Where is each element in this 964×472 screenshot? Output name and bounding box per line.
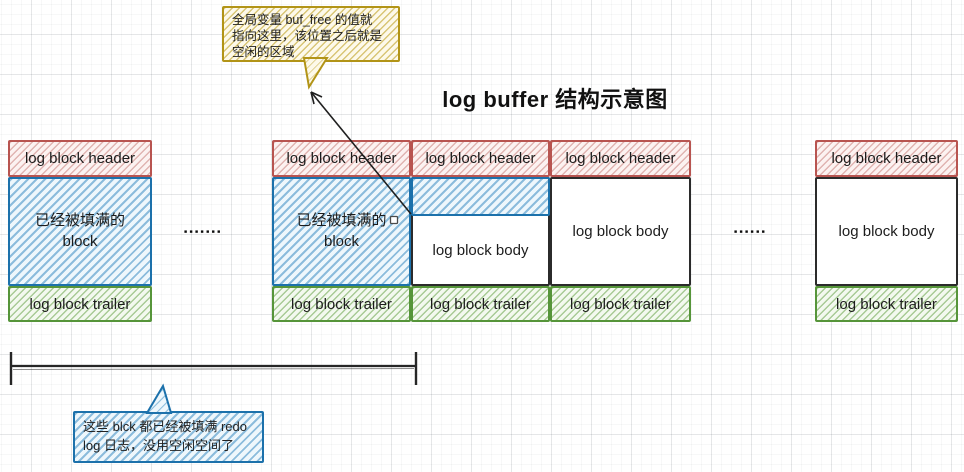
filled-blocks-callout-tail — [145, 383, 173, 414]
log-block-filled-1: log block header 已经被填满的 block log block … — [8, 140, 152, 322]
log-block-body: log block body — [815, 177, 958, 286]
log-block-header: log block header — [411, 140, 550, 177]
filled-blocks-callout: 这些 blck 都已经被填满 redo log 日志，没用空闲空间了 — [73, 411, 264, 463]
body-label: log block body — [432, 241, 529, 259]
log-block-trailer: log block trailer — [411, 286, 550, 322]
buf-free-callout: 全局变量 buf_free 的值就 指向这里，该位置之后就是 空闲的区域 — [222, 6, 400, 62]
log-block-trailer: log block trailer — [272, 286, 411, 322]
log-block-header: log block header — [272, 140, 411, 177]
filled-label-line1: 已经被填满的 — [296, 212, 387, 230]
buf-free-callout-tail — [302, 57, 329, 90]
log-block-body-filled: 已经被填满的 block — [272, 177, 411, 286]
filled-portion-strip — [411, 177, 550, 216]
log-block-trailer: log block trailer — [8, 286, 152, 322]
log-block-header: log block header — [550, 140, 691, 177]
log-block-header: log block header — [8, 140, 152, 177]
log-block-empty-2: log block header log block body log bloc… — [815, 140, 958, 322]
filled-label-line2: block — [323, 232, 360, 250]
log-block-body: log block body — [550, 177, 691, 286]
log-block-partial: log block header log block body log bloc… — [411, 140, 550, 322]
body-label: log block body — [838, 223, 935, 240]
body-label: log block body — [572, 223, 669, 240]
log-block-header: log block header — [815, 140, 958, 177]
filled-range-bracket — [9, 352, 418, 385]
log-block-empty-1: log block header log block body log bloc… — [550, 140, 691, 322]
page-title: log buffer 结构示意图 — [442, 87, 668, 112]
log-block-trailer: log block trailer — [815, 286, 958, 322]
ellipsis-left: ■■■■■■■ — [184, 229, 223, 235]
log-block-body: log block body — [411, 177, 550, 286]
filled-label-line1: 已经被填满的 — [34, 212, 125, 230]
filled-label-line2: block — [62, 232, 98, 250]
log-block-trailer: log block trailer — [550, 286, 691, 322]
ellipsis-right: ■■■■■■ — [734, 229, 768, 235]
log-block-filled-2: log block header 已经被填满的 block log block … — [272, 140, 411, 322]
log-block-body-filled: 已经被填满的 block — [8, 177, 152, 286]
